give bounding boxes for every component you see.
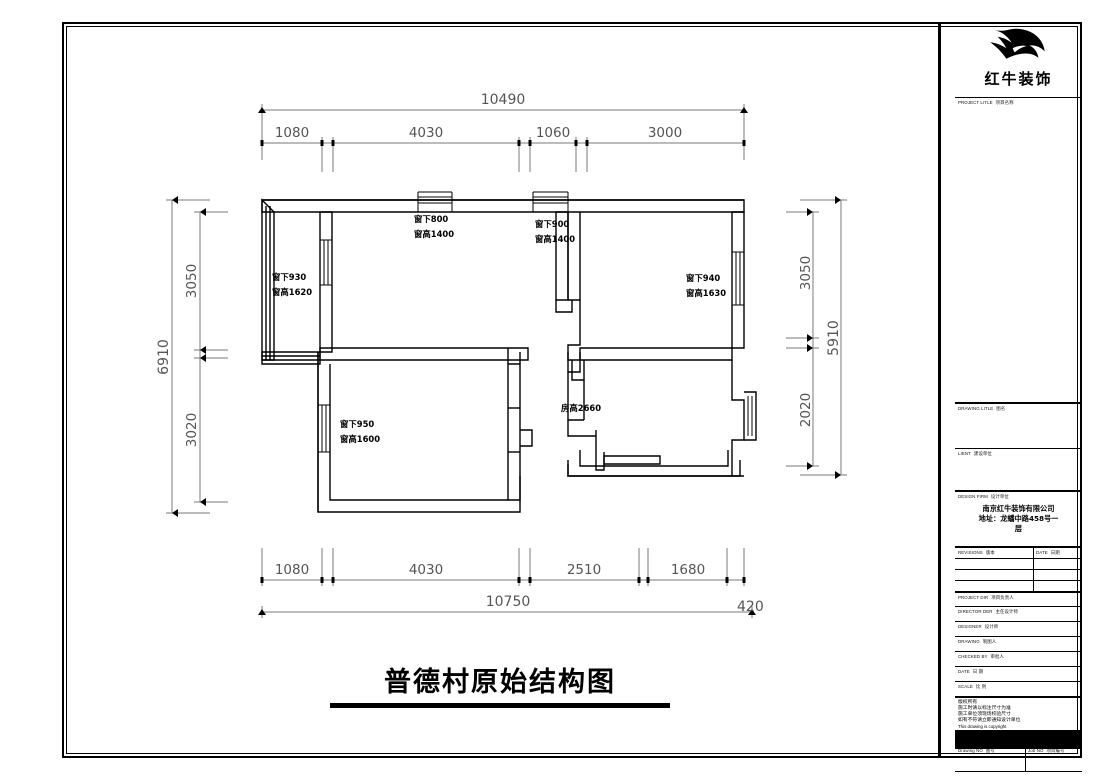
- title-underline: [330, 703, 670, 708]
- copyright-line-4: This drawing is copyright: [958, 724, 1007, 730]
- client-value: [955, 457, 1082, 461]
- plan-annotations: 窗下930 窗高1620 窗下800 窗高1400 窗下900 窗高1400 窗…: [272, 214, 726, 444]
- dim-top-seg-2: 1060: [536, 125, 570, 141]
- dim-right-seg-0: 3050: [798, 256, 814, 290]
- sheet-frame-inner: [66, 26, 1078, 754]
- anno-4-line2: 窗高1600: [340, 434, 380, 444]
- copyright-line-1: 施工时请以标注尺寸为准: [958, 706, 1011, 712]
- anno-5-line1: 房高2660: [561, 403, 601, 413]
- anno-3-line2: 窗高1630: [686, 288, 726, 298]
- revision-row-1[interactable]: [955, 559, 1082, 570]
- red-bull-logo-icon: [990, 28, 1045, 59]
- design-firm-line-2: 层: [1014, 523, 1023, 533]
- dim-bottom-seg-3: 1680: [671, 562, 705, 578]
- dim-bottom-extra: 420: [737, 599, 764, 615]
- anno-1-line2: 窗高1400: [414, 229, 454, 239]
- dim-left-overall: 6910: [156, 339, 172, 375]
- anno-4-line1: 窗下950: [340, 419, 374, 429]
- copyright-blacked-0: Notation shall work the figured dimensio…: [955, 730, 1082, 737]
- floor-plan-drawing: 10490 1080 4030 1060 3000: [156, 92, 847, 708]
- dim-left-seg-0: 3050: [184, 264, 200, 298]
- dim-bottom-overall: 10750: [486, 594, 531, 610]
- logo-wrap: 红牛装饰: [955, 24, 1082, 98]
- title-block-separator: [938, 22, 941, 758]
- bottom-dimension-ticks: [258, 577, 756, 615]
- drawing-no-divider: [1025, 746, 1026, 771]
- revision-row-3-divider: [1033, 581, 1034, 591]
- dim-top-seg-1: 4030: [409, 125, 443, 141]
- copyright-block: 版权所有 施工时请以标注尺寸为准 施工单位须现场校验尺寸 如有不符请立即通知设计…: [955, 697, 1082, 749]
- revision-row-2[interactable]: [955, 570, 1082, 581]
- anno-0-line1: 窗下930: [272, 272, 306, 282]
- sheet-frame-outer: [62, 22, 1082, 758]
- plan-title-group: 普德村原始结构图: [330, 660, 670, 708]
- revision-row-2-divider: [1033, 570, 1034, 580]
- logo-cell: 红牛装饰: [955, 22, 1082, 98]
- dim-right-seg-1: 2020: [798, 393, 814, 427]
- anno-3-line1: 窗下940: [686, 273, 720, 283]
- dim-top-seg-3: 3000: [648, 125, 682, 141]
- left-dimension-ticks: [172, 196, 206, 517]
- right-dimension-ticks: [807, 196, 841, 479]
- dim-top-overall: 10490: [481, 92, 526, 108]
- top-dimension-ticks: [258, 107, 748, 146]
- left-dimension-lines: [166, 199, 228, 514]
- revision-row-1-divider: [1033, 559, 1034, 569]
- floor-plan-svg: 10490 1080 4030 1060 3000: [156, 92, 847, 618]
- dim-bottom-seg-2: 2510: [567, 562, 601, 578]
- anno-1-line1: 窗下800: [414, 214, 448, 224]
- wall-outlines: [261, 191, 757, 513]
- drawing-title-value: [955, 412, 1082, 416]
- copyright-line-3: 如有不符请立即通知设计单位: [958, 718, 1021, 724]
- design-firm-line-1: 地址：龙蟠中路458号一: [978, 513, 1059, 523]
- anno-2-line2: 窗高1400: [535, 234, 575, 244]
- page-title: 普德村原始结构图: [384, 667, 616, 698]
- dim-bottom-seg-1: 4030: [409, 562, 443, 578]
- anno-0-line2: 窗高1620: [272, 287, 312, 297]
- logo-brand-text: 红牛装饰: [984, 70, 1053, 88]
- dim-left-seg-1: 3020: [184, 413, 200, 447]
- dim-top-seg-0: 1080: [275, 125, 309, 141]
- revision-row-3[interactable]: [955, 581, 1082, 592]
- copyright-blacked-1: Contactor must check all dimensions on t…: [955, 736, 1082, 743]
- copyright-line-0: 版权所有: [958, 700, 978, 705]
- design-firm-line-0: 南京红牛装饰有限公司: [982, 503, 1055, 513]
- right-dimension-lines: [786, 199, 847, 476]
- dim-bottom-seg-0: 1080: [275, 562, 309, 578]
- copyright-line-2: 施工单位须现场校验尺寸: [958, 712, 1011, 718]
- revisions-col-divider: [1033, 548, 1034, 558]
- dim-right-overall: 5910: [826, 320, 842, 356]
- project-title-value: [955, 106, 1082, 110]
- anno-2-line1: 窗下900: [535, 219, 569, 229]
